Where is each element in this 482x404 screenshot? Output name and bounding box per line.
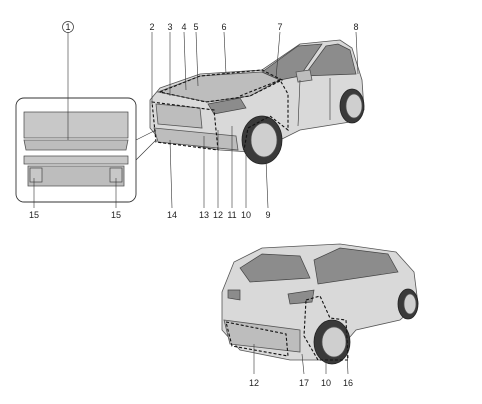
callout-1: 1 [65,22,70,32]
front-car-grille [155,103,203,129]
leader-lines [33,31,359,375]
front-dash-fender [239,79,289,151]
rear-car-taillight-right [287,289,315,305]
callout-13: 13 [199,210,209,220]
inset-lower-bracket [27,165,125,187]
callout-5: 5 [193,22,198,32]
callout-1-circle [62,21,74,33]
inset-left-clip [29,167,43,183]
front-car [149,39,365,165]
front-car-rear-rim [345,93,363,119]
callout-11: 11 [227,210,236,220]
callout-8: 8 [353,22,358,32]
rear-car-side-window [313,247,399,285]
front-car-headlight [207,97,247,115]
front-car-side-window [303,43,357,77]
front-car-front-rim [250,122,278,158]
inset-detail [15,97,157,203]
rear-car-rear-rim [321,326,347,358]
callout-9: 9 [265,210,270,220]
front-dash-hood [158,69,284,103]
callouts: 1 2 3 4 5 6 7 8 9 10 11 12 13 14 15 15 1… [29,21,359,388]
callout-rear-16: 16 [343,378,353,388]
rear-dash-bumper [225,321,289,357]
callout-rear-17: 17 [299,378,309,388]
callout-10: 10 [241,210,251,220]
rear-car-rear-window [239,253,311,283]
callout-14: 14 [167,210,177,220]
inset-radiator [23,111,129,139]
inset-upper-bracket [23,139,129,151]
inset-mid-bar [23,155,129,165]
front-car-mirror [295,69,313,83]
callout-15-right: 15 [111,210,121,220]
callout-15-left: 15 [29,210,39,220]
callout-7: 7 [277,22,282,32]
callout-rear-12: 12 [249,378,259,388]
rear-car-taillight-left [227,289,241,301]
callout-6: 6 [221,22,226,32]
front-car-door-lines [297,78,331,127]
callout-12: 12 [213,210,223,220]
callout-3: 3 [167,22,172,32]
callout-rear-10: 10 [321,378,331,388]
callout-2: 2 [149,22,154,32]
rear-car-bumper [223,319,301,353]
callout-4: 4 [181,22,186,32]
inset-pointer-line-b [135,139,157,161]
rear-car-front-rim [403,293,417,315]
rear-car [221,243,419,365]
front-car-windshield [261,43,323,81]
inset-pointer-line-a [135,129,157,141]
